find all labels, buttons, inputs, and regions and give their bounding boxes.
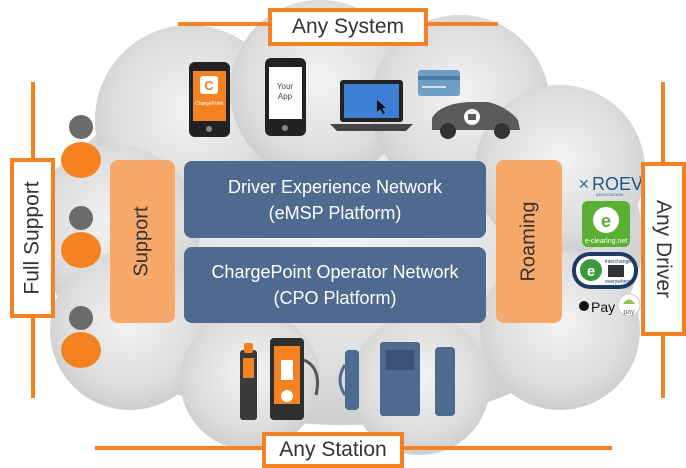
driver-network-subtitle: (eMSP Platform) bbox=[268, 202, 402, 223]
any-station-label: Any Station bbox=[279, 438, 387, 461]
interchange-logo: e interchange everywhere bbox=[572, 252, 638, 289]
interchange-bottom-text: everywhere bbox=[605, 279, 631, 285]
android-pay-logo: pay bbox=[617, 293, 641, 317]
any-driver-label: Any Driver bbox=[652, 199, 676, 299]
frame-lines bbox=[31, 22, 665, 450]
svg-text:C: C bbox=[204, 78, 214, 93]
driver-network-title: Driver Experience Network bbox=[227, 176, 443, 197]
payment-card-icon bbox=[418, 70, 460, 96]
laptop-icon bbox=[330, 80, 413, 131]
driver-experience-network-box: Driver Experience Network (eMSP Platform… bbox=[184, 161, 486, 238]
operator-network-box: ChargePoint Operator Network (CPO Platfo… bbox=[184, 247, 486, 323]
support-panel: Support bbox=[110, 160, 175, 323]
e-clearing-logo: e e-clearing.net bbox=[582, 201, 630, 247]
your-app-line2: App bbox=[278, 92, 293, 101]
station-tower-icon bbox=[435, 347, 455, 416]
operator-network-title: ChargePoint Operator Network bbox=[211, 262, 459, 282]
e-clearing-text: e-clearing.net bbox=[585, 238, 627, 245]
apple-pay-text: Pay bbox=[591, 299, 615, 315]
roev-sub: ASSOCIATION bbox=[596, 192, 623, 197]
any-system-label: Any System bbox=[291, 15, 405, 38]
svg-text:✕: ✕ bbox=[578, 176, 590, 192]
station-wallbox-icon bbox=[338, 350, 359, 410]
support-label: Support bbox=[131, 206, 153, 277]
roev-text: ROEV bbox=[592, 174, 643, 194]
roaming-label: Roaming bbox=[517, 201, 540, 282]
chargepoint-app-label: ChargePoint bbox=[195, 101, 223, 107]
any-system-label-box: Any System bbox=[268, 8, 428, 46]
electric-car-icon bbox=[432, 102, 520, 139]
operator-network-subtitle: (CPO Platform) bbox=[273, 288, 397, 308]
apple-pay-logo: Pay bbox=[579, 299, 615, 315]
interchange-top-text: interchange bbox=[605, 259, 631, 265]
full-support-label: Full Support bbox=[20, 181, 44, 295]
person-icon bbox=[61, 306, 101, 368]
chargepoint-app-phone-icon: C ChargePoint bbox=[189, 62, 230, 137]
roaming-panel: Roaming bbox=[496, 160, 562, 323]
chargepoint-station-small-icon bbox=[240, 343, 257, 420]
person-icon bbox=[61, 115, 101, 178]
android-pay-text: pay bbox=[623, 309, 635, 316]
chargepoint-station-large-icon bbox=[270, 338, 319, 420]
your-app-phone-icon: Your App bbox=[265, 58, 306, 136]
svg-text:e: e bbox=[587, 263, 595, 280]
full-support-label-box: Full Support bbox=[10, 158, 55, 318]
any-driver-label-box: Any Driver bbox=[641, 162, 686, 336]
person-icon bbox=[61, 206, 101, 268]
your-app-line1: Your bbox=[277, 82, 294, 91]
svg-text:e: e bbox=[601, 211, 611, 231]
any-station-label-box: Any Station bbox=[262, 432, 404, 468]
station-dcfast-icon bbox=[380, 342, 420, 416]
